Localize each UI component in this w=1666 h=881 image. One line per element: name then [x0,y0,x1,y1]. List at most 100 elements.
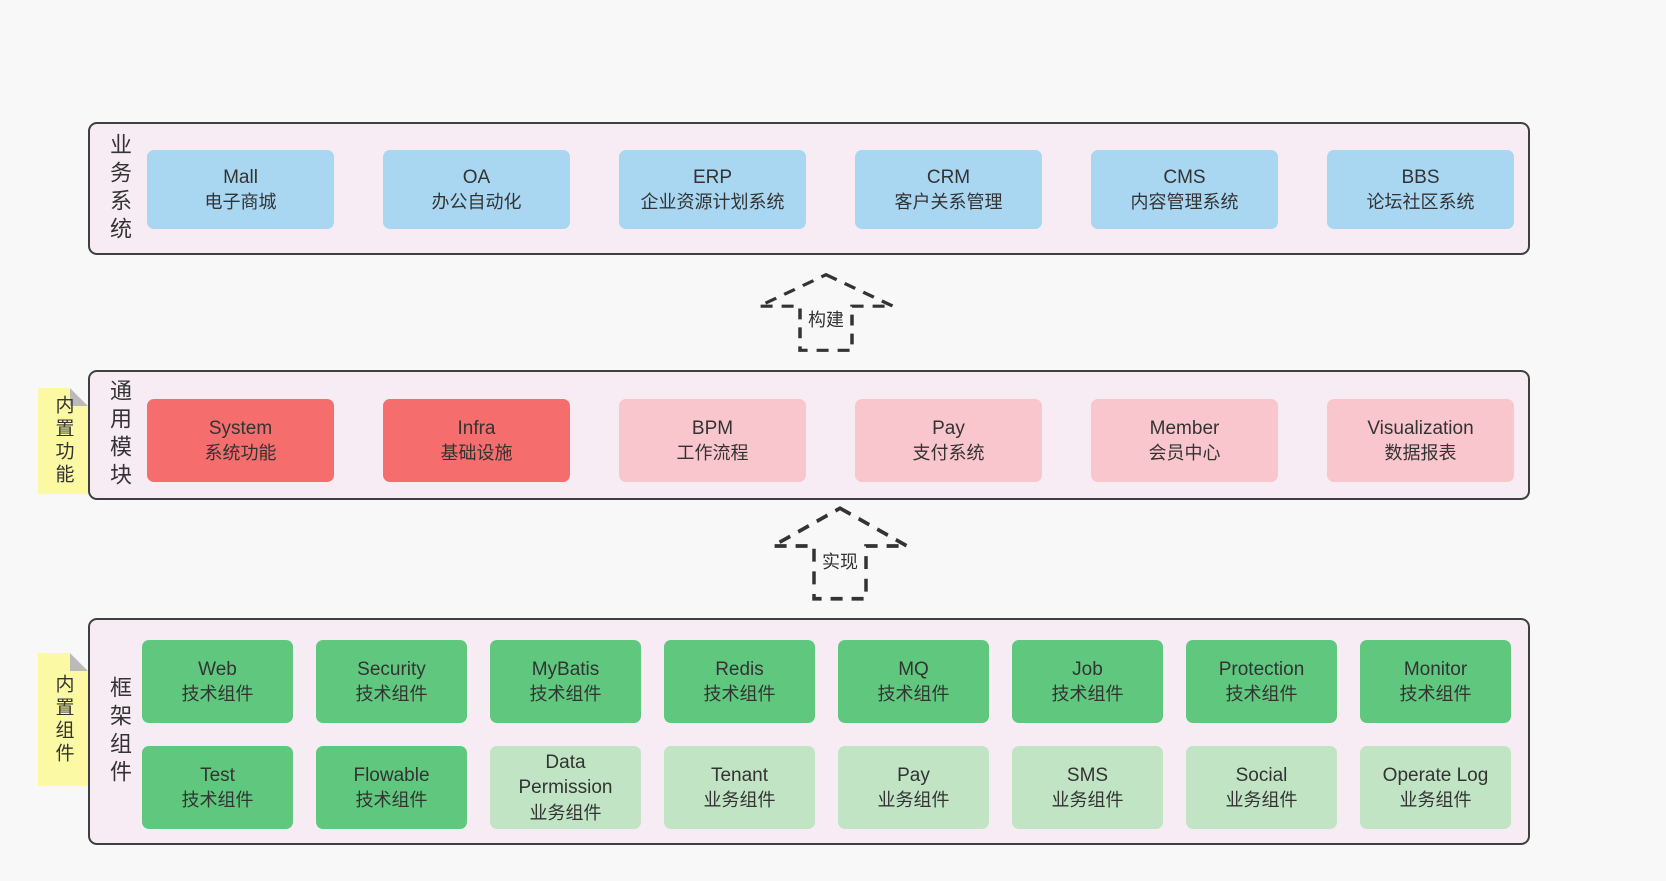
box-subtitle: 办公自动化 [431,192,522,213]
box-bbs: BBS 论坛社区系统 [1327,150,1514,229]
box-subtitle: 系统功能 [204,443,277,464]
common-modules-boxes: System 系统功能 Infra 基础设施 BPM 工作流程 Pay 支付系统 Member 会… [147,399,1514,482]
box-title: BBS [1401,166,1440,188]
layer-common-modules: 通用模块 System 系统功能 Infra 基础设施 BPM 工作流程 Pay 支付系统 Me… [88,370,1530,500]
box-security: Security 技术组件 [316,640,467,723]
box-sms: SMS 业务组件 [1012,746,1163,829]
box-title: Member [1149,417,1220,439]
box-pay: Pay 业务组件 [838,746,989,829]
sticky-note-label: 内置功能 [52,395,74,487]
box-title: Operate Log [1382,764,1489,786]
box-subtitle: 技术组件 [181,684,254,705]
box-title: SMS [1066,764,1109,786]
box-title: Pay [897,764,930,786]
box-bpm: BPM 工作流程 [619,399,806,482]
box-title: Monitor [1403,658,1468,680]
box-subtitle: 技术组件 [1051,684,1124,705]
box-title: CRM [926,166,971,188]
box-title: OA [462,166,491,188]
box-subtitle: 业务组件 [1225,790,1298,811]
box-tenant: Tenant 业务组件 [664,746,815,829]
box-title: Mall [223,166,258,188]
box-mall: Mall 电子商城 [147,150,334,229]
box-subtitle: 技术组件 [1399,684,1472,705]
box-data-permission: Data Permission 业务组件 [490,746,641,829]
box-subtitle: 内容管理系统 [1130,192,1239,213]
box-title: MyBatis [531,658,600,680]
box-operate-log: Operate Log 业务组件 [1360,746,1511,829]
box-job: Job 技术组件 [1012,640,1163,723]
box-title: Infra [457,417,496,439]
sticky-fold-corner-icon [70,653,88,671]
box-title: Job [1072,658,1103,680]
box-title: Social [1235,764,1288,786]
box-subtitle: 业务组件 [703,790,776,811]
box-title: Test [200,764,235,786]
box-subtitle: 会员中心 [1148,443,1221,464]
build-arrow-up-icon: 构建 [756,272,896,353]
box-title: Data Permission [518,751,613,799]
box-title: ERP [692,166,733,188]
box-subtitle: 技术组件 [703,684,776,705]
box-redis: Redis 技术组件 [664,640,815,723]
box-subtitle: 支付系统 [912,443,985,464]
layer-business-systems: 业务系统 Mall 电子商城 OA 办公自动化 ERP 企业资源计划系统 CRM 客户关系管理… [88,122,1530,255]
sticky-note-label: 内置组件 [52,673,74,766]
box-erp: ERP 企业资源计划系统 [619,150,806,229]
box-subtitle: 工作流程 [676,443,749,464]
box-subtitle: 基础设施 [440,443,513,464]
box-mybatis: MyBatis 技术组件 [490,640,641,723]
box-subtitle: 论坛社区系统 [1366,192,1475,213]
box-subtitle: 企业资源计划系统 [640,192,785,213]
box-subtitle: 数据报表 [1384,443,1457,464]
sticky-note-built-in-features: 内置功能 [38,388,88,494]
box-title: System [208,417,273,439]
box-protection: Protection 技术组件 [1186,640,1337,723]
box-visualization: Visualization 数据报表 [1327,399,1514,482]
box-subtitle: 客户关系管理 [894,192,1003,213]
implement-arrow-label: 实现 [819,548,861,575]
sticky-note-built-in-components: 内置组件 [38,653,88,786]
box-title: Protection [1218,658,1305,680]
box-title: BPM [691,417,734,439]
box-mq: MQ 技术组件 [838,640,989,723]
box-title: Tenant [710,764,769,786]
box-subtitle: 技术组件 [529,684,602,705]
box-subtitle: 业务组件 [1399,790,1472,811]
box-title: Security [357,658,426,680]
box-oa: OA 办公自动化 [383,150,570,229]
box-subtitle: 电子商城 [204,192,277,213]
box-flowable: Flowable 技术组件 [316,746,467,829]
box-monitor: Monitor 技术组件 [1360,640,1511,723]
box-title: MQ [898,658,929,680]
box-crm: CRM 客户关系管理 [855,150,1042,229]
box-test: Test 技术组件 [142,746,293,829]
box-title: Flowable [353,764,430,786]
box-subtitle: 技术组件 [355,684,428,705]
box-member: Member 会员中心 [1091,399,1278,482]
box-subtitle: 技术组件 [355,790,428,811]
box-title: Web [198,658,237,680]
box-subtitle: 业务组件 [877,790,950,811]
box-title: Redis [715,658,764,680]
business-systems-label: 业务系统 [107,132,132,245]
common-modules-label: 通用模块 [107,379,132,491]
box-web: Web 技术组件 [142,640,293,723]
box-title: Visualization [1367,417,1474,439]
build-arrow-label: 构建 [805,305,847,332]
box-subtitle: 技术组件 [1225,684,1298,705]
box-subtitle: 业务组件 [1051,790,1124,811]
framework-components-label: 框架组件 [107,675,132,788]
box-subtitle: 技术组件 [181,790,254,811]
box-subtitle: 技术组件 [877,684,950,705]
box-subtitle: 业务组件 [529,802,602,823]
box-system: System 系统功能 [147,399,334,482]
box-title: Pay [932,417,965,439]
box-infra: Infra 基础设施 [383,399,570,482]
